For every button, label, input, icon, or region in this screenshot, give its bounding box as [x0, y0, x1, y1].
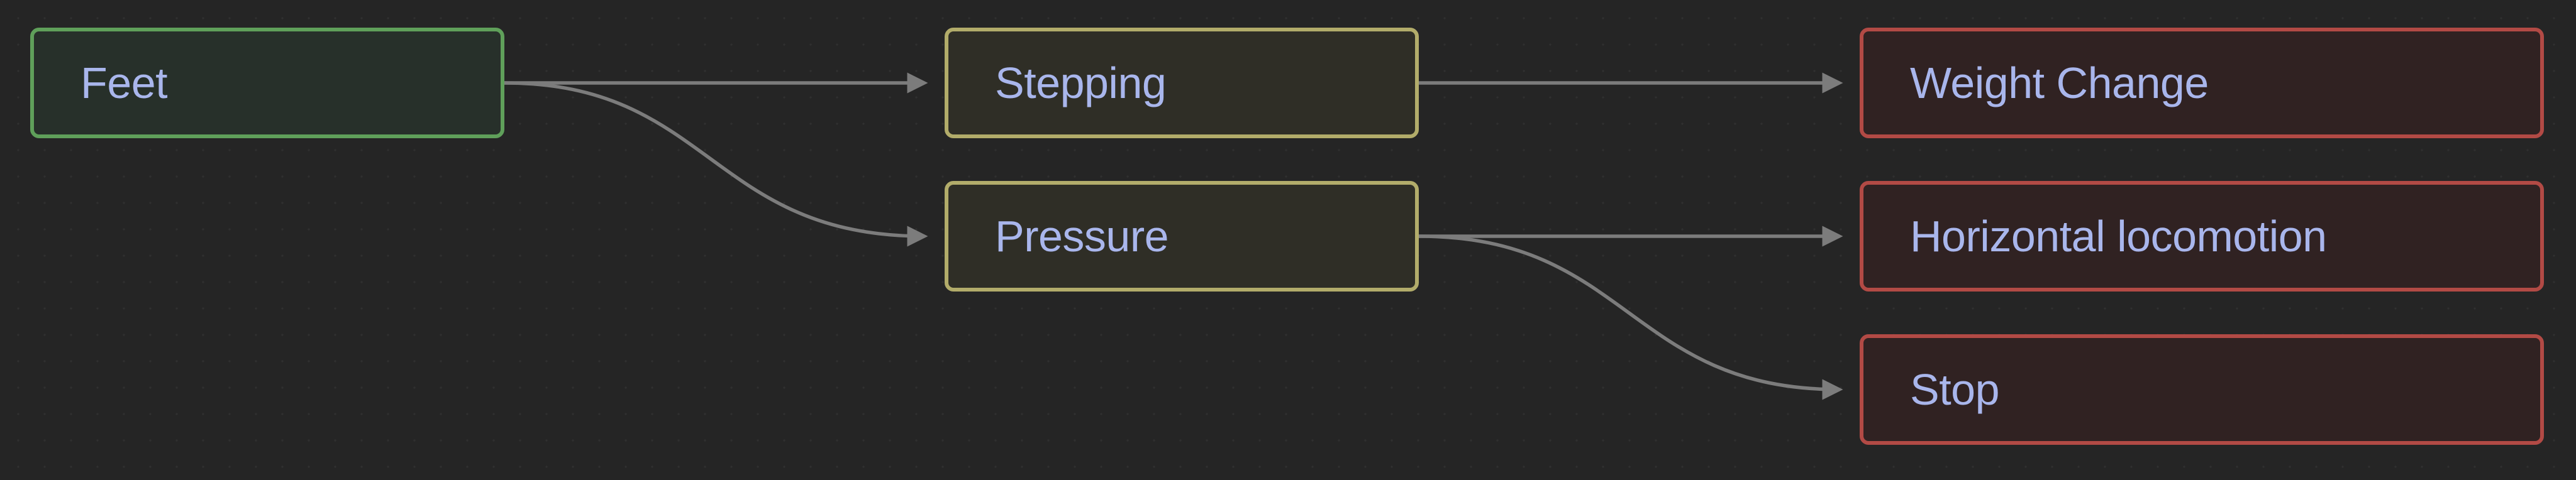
node-weight-change[interactable]: Weight Change [1860, 28, 2544, 138]
edge-feet-pressure[interactable] [504, 81, 928, 247]
edge-pressure-stop[interactable] [1418, 234, 1843, 400]
node-stepping[interactable]: Stepping [945, 28, 1419, 138]
node-feet-label: Feet [80, 58, 168, 107]
node-pressure-label: Pressure [995, 212, 1169, 261]
node-stop-label: Stop [1910, 365, 2000, 414]
node-feet[interactable]: Feet [30, 28, 504, 138]
node-horizontal-locomotion-label: Horizontal locomotion [1910, 212, 2327, 261]
node-pressure[interactable]: Pressure [945, 181, 1419, 292]
node-weight-change-label: Weight Change [1910, 58, 2209, 107]
node-stop[interactable]: Stop [1860, 334, 2544, 445]
node-stepping-label: Stepping [995, 58, 1167, 107]
node-horizontal-locomotion[interactable]: Horizontal locomotion [1860, 181, 2544, 292]
